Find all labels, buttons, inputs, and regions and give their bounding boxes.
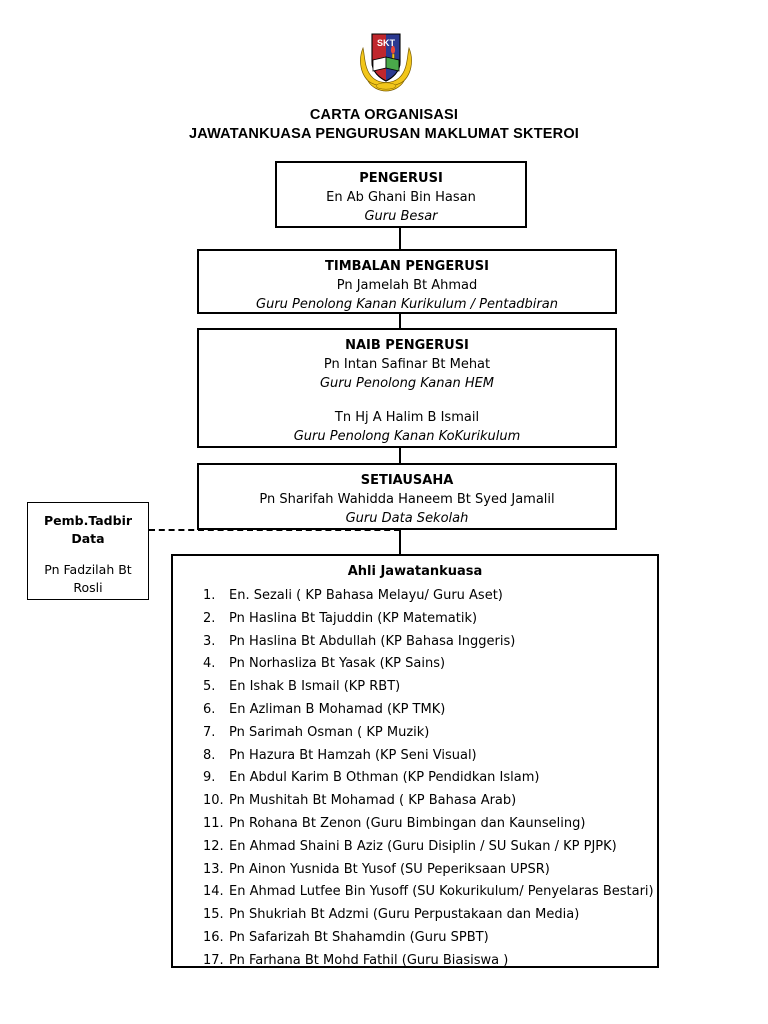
naib-person-name-2: Tn Hj A Halim B Ismail	[334, 410, 480, 425]
committee-member-list: 1. En. Sezali ( KP Bahasa Melayu/ Guru As…	[173, 585, 657, 973]
timbalan-person-role: Guru Penolong Kanan Kurikulum / Pentadbi…	[256, 297, 558, 312]
pembantu-tadbir-title-line-1: Pemb.Tadbir	[43, 513, 133, 528]
committee-member-number: 6.	[203, 701, 216, 717]
committee-member-number: 17.	[203, 952, 224, 968]
committee-member-item: 1. En. Sezali ( KP Bahasa Melayu/ Guru As…	[173, 585, 657, 608]
committee-member-item: 7. Pn Sarimah Osman ( KP Muzik)	[173, 722, 657, 745]
title-line-1: CARTA ORGANISASI	[309, 107, 459, 123]
committee-member-item: 2. Pn Haslina Bt Tajuddin (KP Matematik)	[173, 608, 657, 631]
committee-member-item: 13. Pn Ainon Yusnida Bt Yusof (SU Peperik…	[173, 859, 657, 882]
committee-member-text: En. Sezali ( KP Bahasa Melayu/ Guru Aset…	[229, 588, 503, 603]
committee-member-text: Pn Ainon Yusnida Bt Yusof (SU Peperiksaa…	[229, 861, 550, 877]
committee-member-text: En Ahmad Lutfee Bin Yusoff (SU Kokurikul…	[229, 884, 654, 900]
committee-member-item: 17. Pn Farhana Bt Mohd Fathil (Guru Biasi…	[173, 950, 657, 973]
committee-member-text: Pn Mushitah Bt Mohamad ( KP Bahasa Arab)	[229, 793, 517, 809]
committee-member-item: 8. Pn Hazura Bt Hamzah (KP Seni Visual)	[173, 745, 657, 768]
committee-member-item: 10. Pn Mushitah Bt Mohamad ( KP Bahasa Ar…	[173, 790, 657, 813]
org-node-pengerusi: PENGERUSI En Ab Ghani Bin Hasan Guru Bes…	[275, 161, 527, 228]
pembantu-tadbir-title-line-2: Data	[71, 531, 105, 546]
setiausaha-person-role: Guru Data Sekolah	[345, 511, 469, 526]
committee-member-number: 10.	[203, 793, 224, 809]
committee-member-item: 12. En Ahmad Shaini B Aziz (Guru Disiplin…	[173, 836, 657, 859]
committee-member-item: 3. Pn Haslina Bt Abdullah (KP Bahasa Ingg…	[173, 631, 657, 654]
naib-person-role-2: Guru Penolong Kanan KoKurikulum	[293, 429, 521, 444]
setiausaha-role-title: SETIAUSAHA	[360, 473, 454, 488]
org-node-naib-pengerusi: NAIB PENGERUSI Pn Intan Safinar Bt Mehat…	[197, 328, 617, 448]
naib-role-title: NAIB PENGERUSI	[345, 338, 469, 353]
connector-naib-to-setiausaha	[399, 446, 401, 465]
setiausaha-person-name: Pn Sharifah Wahidda Haneem Bt Syed Jamal…	[259, 492, 555, 507]
committee-member-number: 14.	[203, 884, 224, 900]
committee-member-text: Pn Hazura Bt Hamzah (KP Seni Visual)	[229, 747, 477, 763]
committee-heading: Ahli Jawatankuasa	[347, 564, 483, 579]
committee-member-text: En Abdul Karim B Othman (KP Pendidkan Is…	[229, 770, 540, 786]
committee-member-item: 11. Pn Rohana Bt Zenon (Guru Bimbingan da…	[173, 813, 657, 836]
committee-member-number: 9.	[203, 770, 216, 786]
pembantu-tadbir-spacer	[28, 548, 148, 561]
committee-member-text: Pn Rohana Bt Zenon (Guru Bimbingan dan K…	[229, 815, 586, 831]
connector-setiausaha-to-committee	[399, 528, 401, 555]
pengerusi-person-name: En Ab Ghani Bin Hasan	[326, 190, 476, 205]
pembantu-tadbir-name-line-2: Rosli	[73, 580, 103, 595]
committee-member-item: 4. Pn Norhasliza Bt Yasak (KP Sains)	[173, 653, 657, 676]
committee-member-number: 3.	[203, 633, 216, 649]
naib-person-role-1: Guru Penolong Kanan HEM	[319, 376, 495, 391]
timbalan-role-title: TIMBALAN PENGERUSI	[325, 259, 489, 274]
committee-member-text: Pn Safarizah Bt Shahamdin (Guru SPBT)	[229, 929, 489, 945]
connector-timbalan-to-naib	[399, 312, 401, 330]
committee-member-number: 1.	[203, 588, 216, 603]
committee-member-item: 14. En Ahmad Lutfee Bin Yusoff (SU Kokuri…	[173, 881, 657, 904]
page-title: CARTA ORGANISASI JAWATANKUASA PENGURUSAN…	[0, 106, 768, 144]
committee-member-number: 8.	[203, 747, 216, 763]
committee-member-number: 12.	[203, 838, 224, 854]
naib-spacer	[199, 393, 615, 408]
svg-text:SKT: SKT	[377, 38, 396, 48]
committee-member-item: 15. Pn Shukriah Bt Adzmi (Guru Perpustaka…	[173, 904, 657, 927]
org-node-timbalan-pengerusi: TIMBALAN PENGERUSI Pn Jamelah Bt Ahmad G…	[197, 249, 617, 314]
committee-member-item: 6. En Azliman B Mohamad (KP TMK)	[173, 699, 657, 722]
naib-person-name-1: Pn Intan Safinar Bt Mehat	[323, 357, 491, 372]
pembantu-tadbir-name-line-1: Pn Fadzilah Bt	[44, 562, 132, 577]
title-line-2: JAWATANKUASA PENGURUSAN MAKLUMAT SKTEROI	[188, 126, 580, 142]
committee-member-number: 7.	[203, 724, 216, 740]
pengerusi-role-title: PENGERUSI	[359, 171, 443, 186]
committee-member-text: Pn Haslina Bt Tajuddin (KP Matematik)	[229, 610, 478, 626]
committee-member-text: Pn Shukriah Bt Adzmi (Guru Perpustakaan …	[229, 907, 580, 923]
committee-member-text: Pn Farhana Bt Mohd Fathil (Guru Biasiswa…	[229, 952, 509, 968]
committee-member-number: 5.	[203, 679, 216, 695]
committee-member-number: 13.	[203, 861, 224, 877]
committee-member-number: 11.	[203, 815, 224, 831]
org-node-committee-members: Ahli Jawatankuasa 1. En. Sezali ( KP Baha…	[171, 554, 659, 968]
committee-member-text: En Ishak B Ismail (KP RBT)	[229, 679, 401, 695]
committee-member-number: 15.	[203, 907, 224, 923]
committee-member-text: Pn Haslina Bt Abdullah (KP Bahasa Ingger…	[229, 633, 516, 649]
org-node-pembantu-tadbir-data: Pemb.Tadbir Data Pn Fadzilah Bt Rosli	[27, 502, 149, 600]
committee-member-item: 9. En Abdul Karim B Othman (KP Pendidkan …	[173, 767, 657, 790]
committee-member-item: 5. En Ishak B Ismail (KP RBT)	[173, 676, 657, 699]
committee-member-number: 4.	[203, 656, 216, 672]
committee-member-item: 16. Pn Safarizah Bt Shahamdin (Guru SPBT)	[173, 927, 657, 950]
connector-pengerusi-to-timbalan	[399, 226, 401, 251]
committee-member-text: En Ahmad Shaini B Aziz (Guru Disiplin / …	[229, 838, 617, 854]
school-crest-logo: SKT	[356, 26, 416, 92]
committee-member-number: 16.	[203, 929, 224, 945]
connector-dashed-pembantu-tadbir	[149, 529, 400, 531]
org-node-setiausaha: SETIAUSAHA Pn Sharifah Wahidda Haneem Bt…	[197, 463, 617, 530]
committee-member-text: En Azliman B Mohamad (KP TMK)	[229, 701, 446, 717]
timbalan-person-name: Pn Jamelah Bt Ahmad	[336, 278, 478, 293]
committee-member-text: Pn Norhasliza Bt Yasak (KP Sains)	[229, 656, 446, 672]
committee-member-number: 2.	[203, 610, 216, 626]
committee-member-text: Pn Sarimah Osman ( KP Muzik)	[229, 724, 430, 740]
pengerusi-person-role: Guru Besar	[364, 209, 438, 224]
